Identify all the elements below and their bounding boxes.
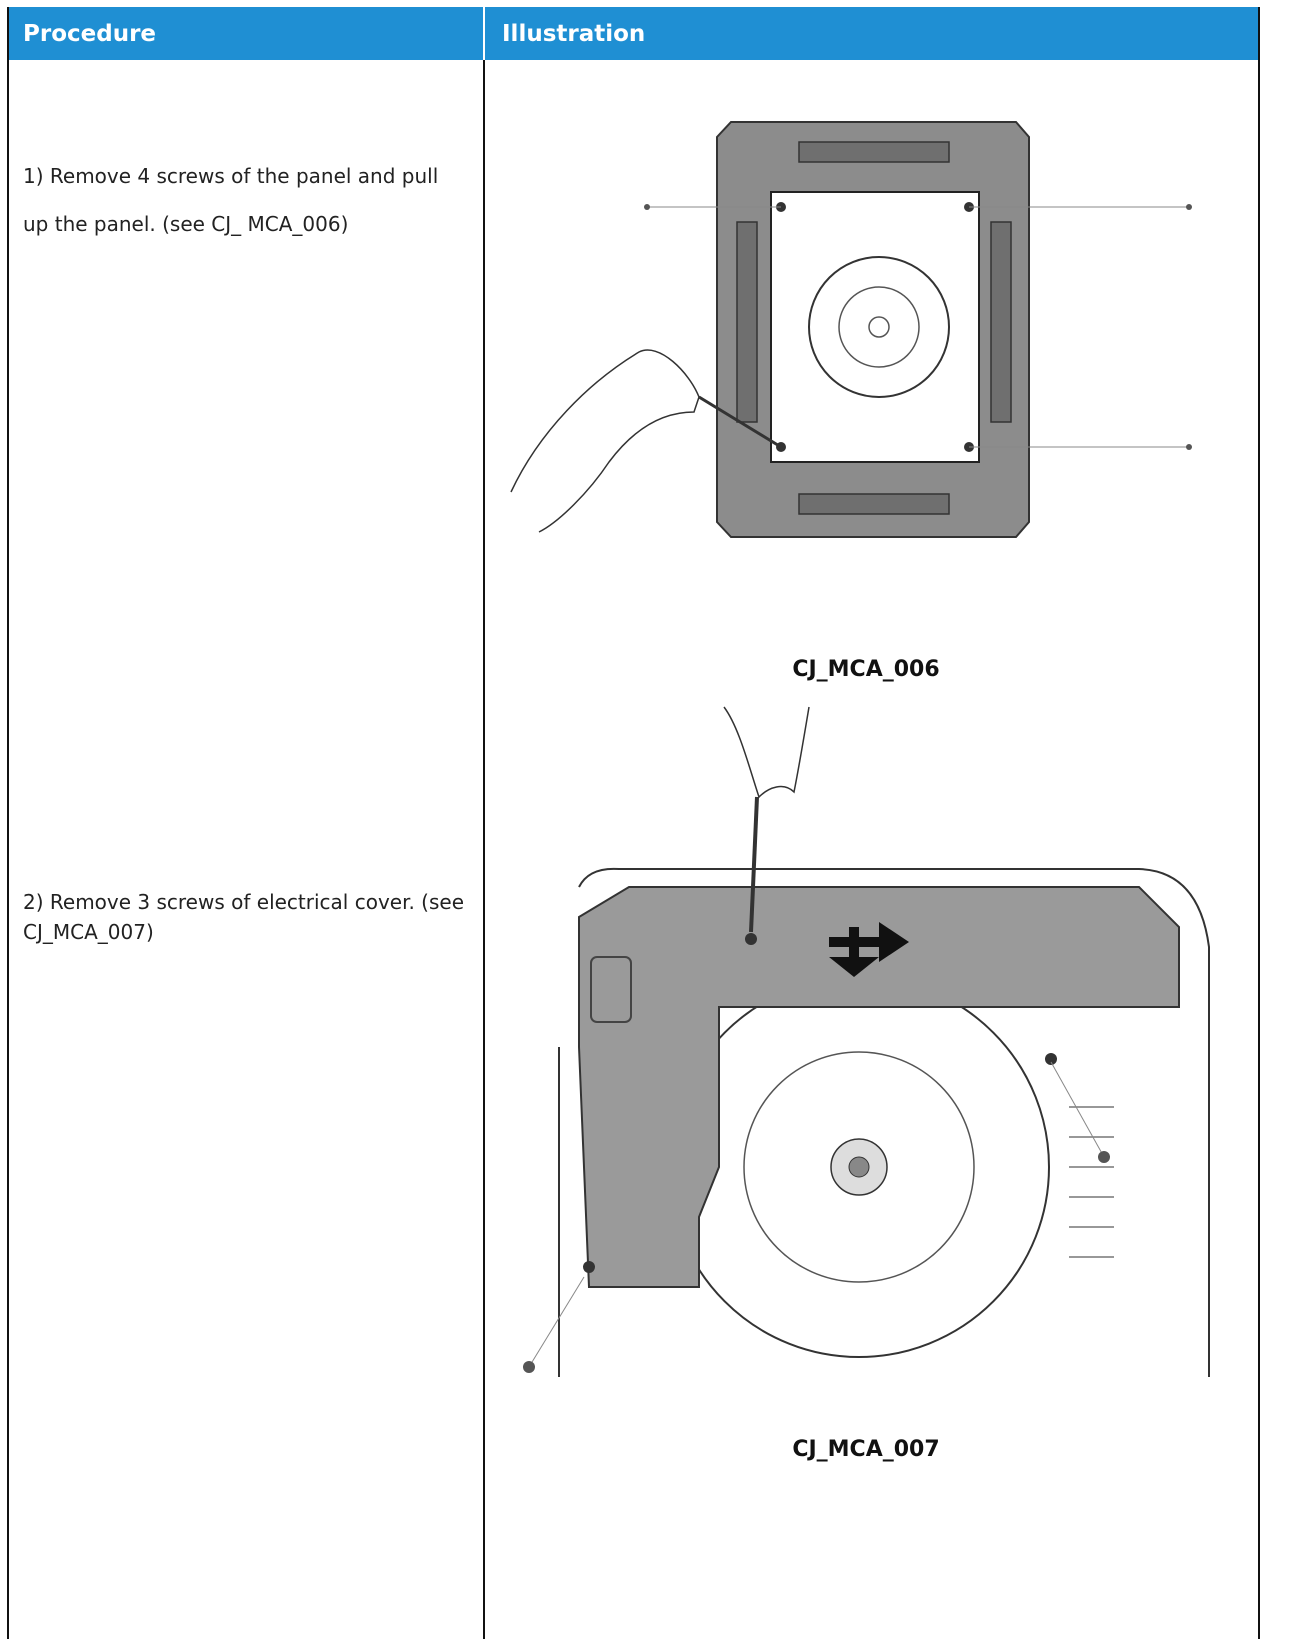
electrical-cover-screws-illustration: [523, 706, 1210, 1377]
column-divider: [483, 60, 485, 1639]
figure-caption-1: CJ_MCA_006: [792, 657, 940, 682]
header-illustration: Illustration: [502, 20, 646, 47]
step-2-text: 2) Remove 3 screws of electrical cover. …: [23, 890, 465, 944]
table-header: Procedure Illustration: [9, 7, 1258, 60]
header-divider: [483, 7, 485, 60]
header-procedure: Procedure: [23, 20, 157, 47]
cassette-panel-screws-illustration: [510, 121, 1192, 538]
figure-caption-2: CJ_MCA_007: [792, 1437, 940, 1462]
procedure-table: Procedure Illustration 1) Remove 4 screw…: [7, 7, 1260, 1639]
step-1-text: 1) Remove 4 screws of the panel and pull…: [23, 164, 439, 236]
